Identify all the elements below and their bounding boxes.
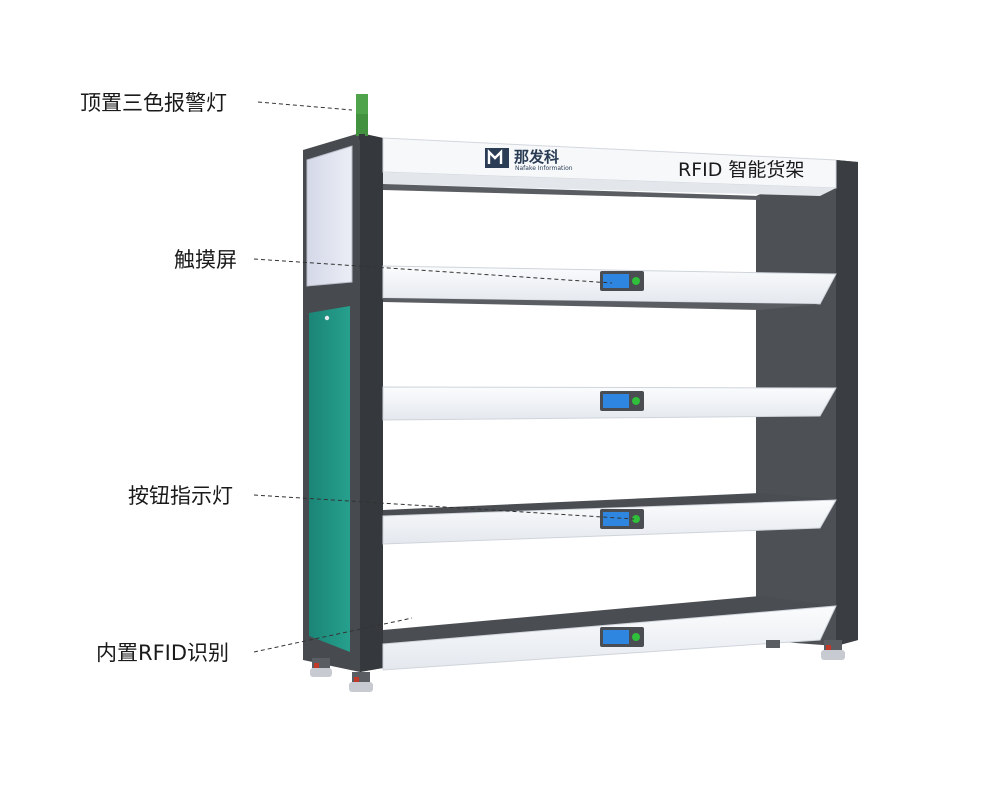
leader-rfid-reader [253,617,413,653]
leader-lines [253,101,635,653]
callout-rfid-reader: 内置RFID识别 [96,641,229,665]
caster-front-left [310,658,332,677]
side-upper-panel [306,145,353,287]
brand-name-en: Nafake Information [515,165,573,172]
leader-touch-screen [253,258,613,284]
touch-screen-display [603,274,629,288]
side-green-panel [309,306,350,652]
leader-button-indicator [253,494,635,520]
casters [310,640,845,692]
caster-rear-right [821,640,845,660]
caster-rear-left [766,640,780,648]
shelf-screen-4-display [603,630,629,644]
leader-alarm-light [257,101,353,111]
brand-name-cn: 那发科 [514,148,559,166]
touch-screen[interactable] [600,271,644,291]
button-indicator[interactable] [600,509,644,529]
shelf-screen-2-display [603,394,629,408]
product-title: RFID 智能货架 [678,159,804,181]
alarm-light [356,94,368,140]
callout-button-indicator: 按钮指示灯 [128,484,233,508]
shelf-screen-2[interactable] [600,391,644,411]
indicator-led [632,515,640,523]
indicator-led [632,397,640,405]
callout-touch-screen: 触摸屏 [174,248,237,272]
shelf-screen-3-display [603,512,629,526]
brand-logo: 那发科 Nafake Information [485,148,573,172]
indicator-led [632,633,640,641]
callout-alarm-light: 顶置三色报警灯 [80,91,227,115]
shelf-screen-4[interactable] [600,627,644,647]
caster-front-right [349,672,373,692]
indicator-led [632,277,640,285]
side-panel-screw [324,315,330,321]
